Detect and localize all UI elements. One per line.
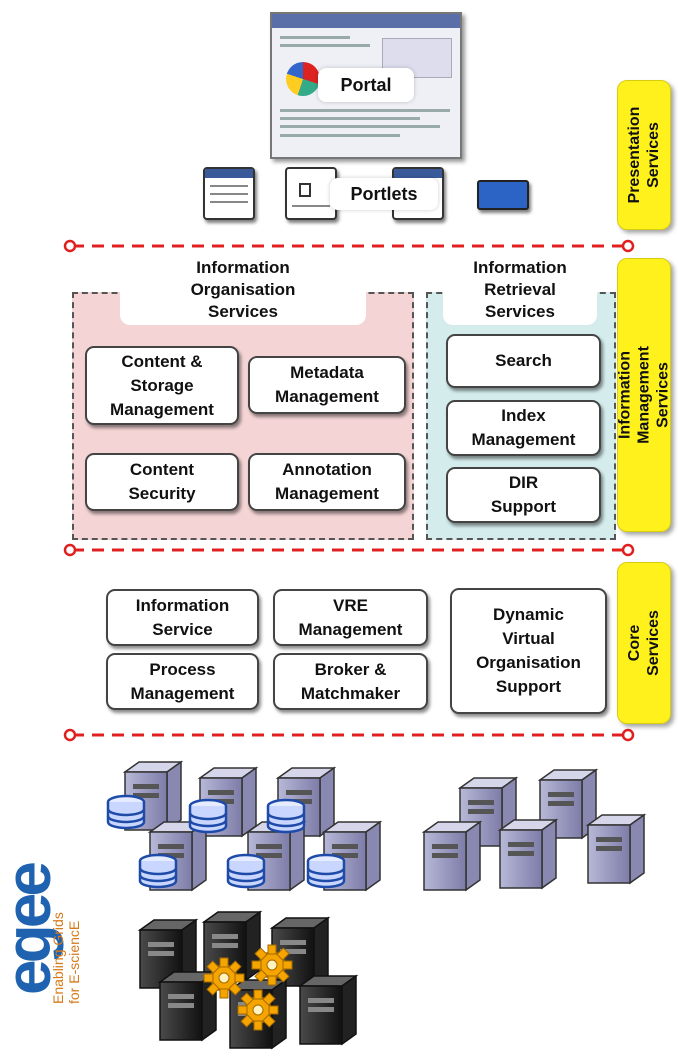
core-services-tab: Core Services	[617, 562, 671, 724]
metadata-management-box: Metadata Management	[248, 356, 406, 414]
presentation-services-tab: Presentation Services	[617, 80, 671, 230]
content-storage-management-box: Content & Storage Management	[85, 346, 239, 425]
portlet-window-4	[477, 180, 529, 210]
vre-management-box: VRE Management	[273, 589, 428, 646]
index-management-box: Index Management	[446, 400, 601, 456]
annotation-management-box: Annotation Management	[248, 453, 406, 511]
portlet-window-2	[285, 167, 337, 220]
portlet-window-1	[203, 167, 255, 220]
information-retrieval-header: Information Retrieval Services	[443, 255, 597, 325]
broker-matchmaker-box: Broker & Matchmaker	[273, 653, 428, 710]
information-management-services-tab: Information Management Services	[617, 258, 672, 532]
dynamic-virtual-organisation-support-box: Dynamic Virtual Organisation Support	[450, 588, 607, 714]
process-management-box: Process Management	[106, 653, 259, 710]
document-icon	[299, 183, 311, 197]
search-box: Search	[446, 334, 601, 388]
information-service-box: Information Service	[106, 589, 259, 646]
dir-support-box: DIR Support	[446, 467, 601, 523]
portal-label: Portal	[318, 68, 414, 102]
portal-screenshot	[270, 12, 462, 159]
information-organisation-header: Information Organisation Services	[120, 255, 366, 325]
egee-logo: egee Enabling Grids for E-sciencE	[0, 832, 86, 1028]
pie-chart-icon	[286, 62, 320, 96]
portlets-label: Portlets	[330, 178, 438, 210]
content-security-box: Content Security	[85, 453, 239, 511]
egee-logo-tagline: Enabling Grids for E-sciencE	[50, 912, 82, 1004]
